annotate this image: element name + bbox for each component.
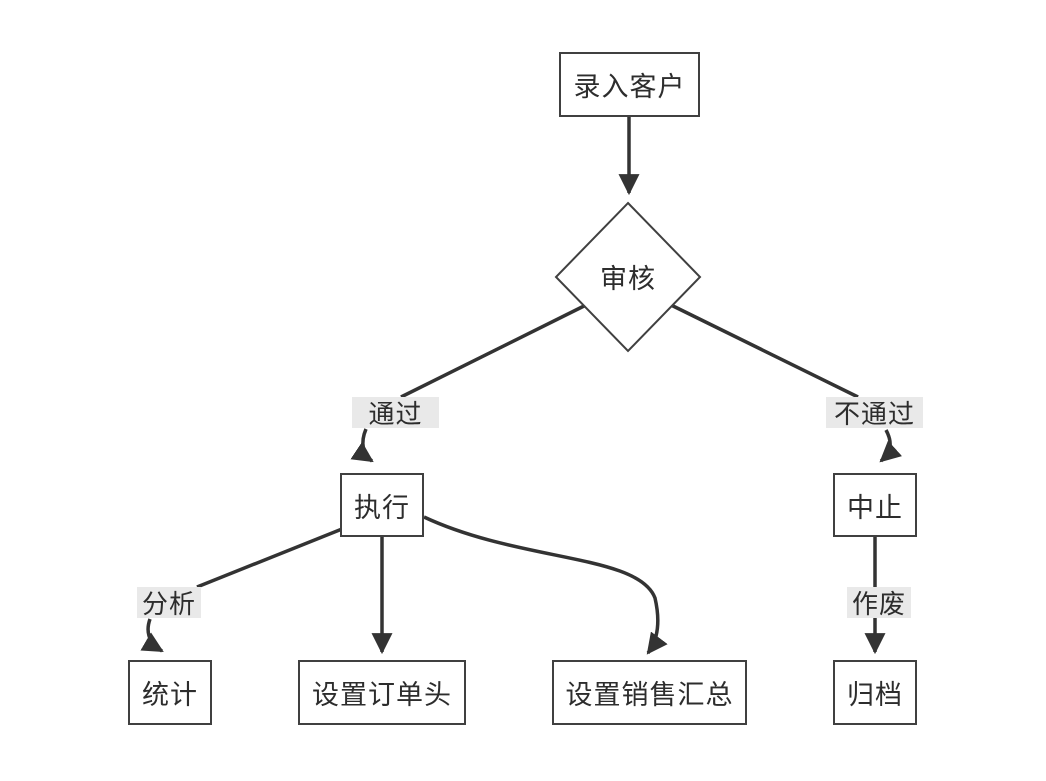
node-review-diamond-shape: [554, 201, 702, 353]
node-review-label: 审核: [600, 263, 656, 295]
edge-execute-to-analyze-label: [196, 527, 343, 589]
edge-review-to-fail-label: [670, 303, 859, 399]
node-statistics: 统计: [128, 660, 212, 725]
edge-analyze-label-to-statistics: [140, 618, 164, 653]
node-set-sales-summary: 设置销售汇总: [552, 660, 747, 725]
edge-pass-label-to-execute: [350, 428, 374, 463]
node-archive: 归档: [833, 660, 917, 725]
edge-review-to-pass-label: [400, 304, 585, 399]
edge-execute-to-set-sales-summary: [423, 515, 668, 655]
edge-label-fail: 不通过: [826, 397, 923, 430]
edge-label-void: 作废: [847, 587, 911, 620]
edge-label-analyze: 分析: [137, 587, 201, 620]
edge-fail-label-to-abort: [879, 429, 903, 463]
edge-label-pass: 通过: [352, 397, 439, 430]
node-set-order-header: 设置订单头: [298, 660, 466, 725]
node-abort: 中止: [833, 473, 917, 537]
node-enter-customer: 录入客户: [559, 52, 700, 117]
node-execute: 执行: [340, 473, 424, 537]
